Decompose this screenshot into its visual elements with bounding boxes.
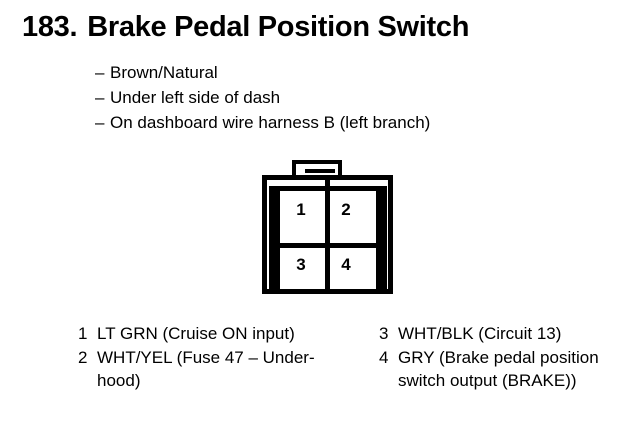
detail-item-label: Under left side of dash [110, 88, 281, 107]
cavity-number-4: 4 [341, 255, 351, 274]
page-title-text: Brake Pedal Position Switch [87, 11, 470, 43]
cavity-divider-horizontal [275, 243, 381, 248]
legend-pin-number: 1 [78, 324, 88, 343]
legend-pin-description: LT GRN (Cruise ON input) [97, 324, 295, 343]
cavity-number-2: 2 [341, 200, 351, 219]
legend-pin-description: WHT/BLK (Circuit 13) [398, 324, 562, 343]
dash-icon: – [95, 63, 105, 82]
legend-column-left: 1 LT GRN (Cruise ON input) 2 WHT/YEL (Fu… [78, 322, 348, 393]
legend-pin-description: WHT/YEL (Fuse 47 – Under-hood) [97, 348, 315, 390]
dash-icon: – [95, 88, 105, 107]
latch-slot [305, 169, 335, 173]
cavity-divider-vertical [325, 180, 330, 294]
legend-pin-description: GRY (Brake pedal position switch output … [398, 348, 599, 390]
connector-left-notch [269, 186, 275, 294]
cavity-number-1: 1 [296, 200, 306, 219]
detail-item: – On dashboard wire harness B (left bran… [95, 110, 430, 135]
legend-pin-number: 3 [379, 324, 389, 343]
legend-item: 2 WHT/YEL (Fuse 47 – Under-hood) [78, 346, 348, 392]
page-title: 183. Brake Pedal Position Switch [22, 10, 469, 44]
legend-item: 4 GRY (Brake pedal position switch outpu… [379, 346, 619, 392]
detail-item: – Under left side of dash [95, 85, 430, 110]
detail-item-label: Brown/Natural [110, 63, 218, 82]
cavity-number-3: 3 [296, 255, 306, 274]
legend-item: 1 LT GRN (Cruise ON input) [78, 322, 348, 345]
legend-pin-number: 2 [78, 348, 88, 367]
detail-item: – Brown/Natural [95, 60, 430, 85]
legend-pin-number: 4 [379, 348, 389, 367]
connector-right-notch [381, 186, 387, 294]
detail-item-label: On dashboard wire harness B (left branch… [110, 113, 431, 132]
dash-icon: – [95, 113, 105, 132]
page-title-number: 183. [22, 11, 78, 43]
legend-column-right: 3 WHT/BLK (Circuit 13) 4 GRY (Brake peda… [379, 322, 619, 393]
legend-item: 3 WHT/BLK (Circuit 13) [379, 322, 619, 345]
detail-list: – Brown/Natural – Under left side of das… [95, 60, 430, 135]
